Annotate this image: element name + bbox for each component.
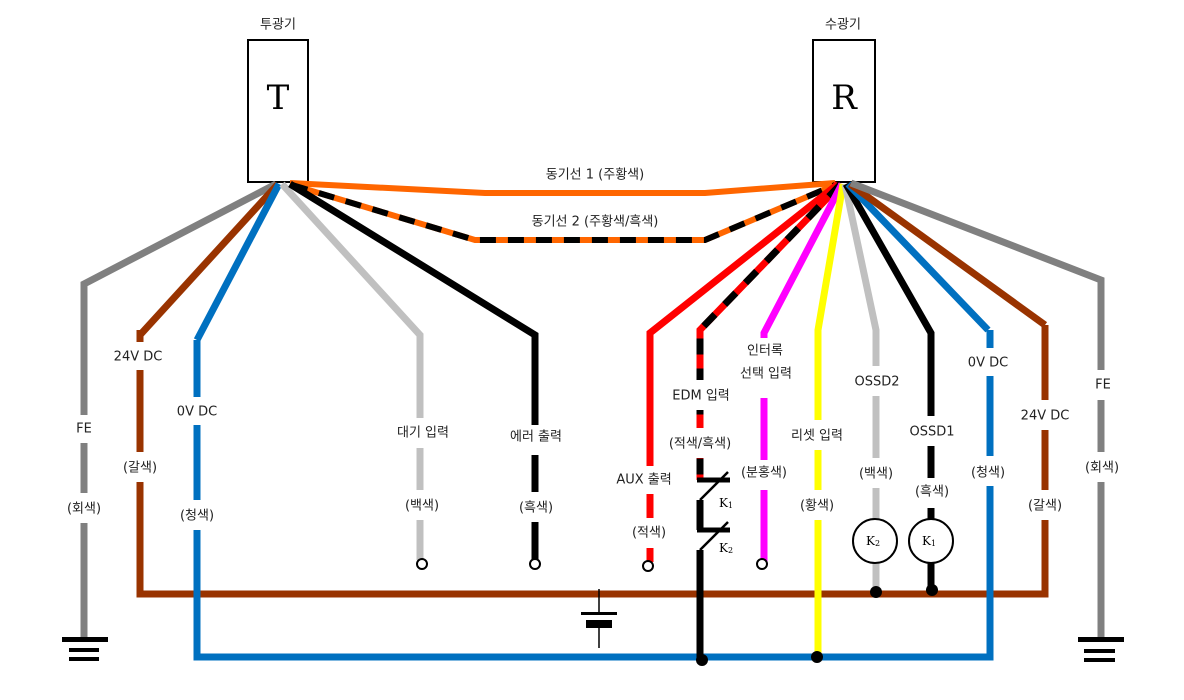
edm-name: EDM 입력 [672,389,730,404]
ossd1-junction [926,584,938,596]
sync-line-2-label: 동기선 2 (주황색/흑색) [532,215,659,230]
24v-right-color: (갈색) [1028,499,1062,514]
emitter-title: 투광기 [260,18,296,33]
emitter-wire-labels: FE (회색) 24V DC (갈색) 0V DC (청색) 대기 입력 (백색… [56,342,572,530]
ossd2-color: (백색) [859,467,893,482]
sync-line-2-dashes [291,182,837,243]
receiver-wire-ossd2 [841,183,880,594]
fe-right-color: (회색) [1085,461,1119,476]
emitter-wire-standby [279,181,424,560]
ossd1-color: (흑색) [915,485,949,500]
reset-name: 리셋 입력 [791,429,843,444]
standby-color: (백색) [405,499,439,514]
rail-0v [193,330,994,661]
standby-terminal [416,558,428,570]
rail-24v [136,325,1049,598]
sync-line-1-label: 동기선 1 (주황색) [546,168,644,183]
reset-junction [811,651,823,663]
receiver-letter: R [831,78,858,118]
battery-icon [581,589,617,648]
emitter-wire-24v [137,181,281,338]
interlock-color: (분홍색) [741,466,787,481]
aux-color: (적색) [632,526,666,541]
standby-name: 대기 입력 [397,426,449,441]
error-color: (흑색) [519,501,553,516]
interlock-name-1: 인터록 [747,344,783,359]
fe-right-name: FE [1095,378,1111,393]
ossd2-name: OSSD2 [854,375,899,390]
svg-text:K1: K1 [922,534,936,549]
ground-icon-left [62,637,108,661]
emitter-wire-0v [193,182,283,342]
0v-right-color: (청색) [971,466,1005,481]
0v-left-name: 0V DC [177,405,217,420]
edm-k2-label: K2 [719,541,733,556]
edm-color: (적색/흑색) [669,437,731,452]
receiver-title: 수광기 [825,18,861,33]
24v-left-color: (갈색) [123,461,157,476]
edm-k1-label: K1 [719,496,733,511]
0v-left-color: (청색) [180,509,214,524]
relay-coil-k1: K1 [908,518,954,564]
receiver-box [812,39,876,183]
error-name: 에러 출력 [510,430,562,445]
24v-right-name: 24V DC [1021,409,1070,424]
receiver-wire-0v [845,181,991,333]
edm-relay-contacts: K1 K2 [696,471,733,666]
aux-name: AUX 출력 [616,473,671,488]
emitter-box [247,39,309,183]
fe-left-name: FE [76,422,92,437]
ossd1-name: OSSD1 [909,425,954,440]
ground-icon-right [1078,637,1124,662]
24v-left-name: 24V DC [114,350,163,365]
interlock-terminal [756,558,768,570]
ossd2-junction [870,586,882,598]
aux-terminal [642,560,654,572]
receiver-wire-labels: AUX 출력 (적색) EDM 입력 (적색/흑색) 인터록 선택 입력 (분홍… [612,338,1130,548]
svg-text:K2: K2 [866,534,880,549]
emitter-letter: T [267,78,290,118]
relay-coil-k2: K2 [852,518,898,564]
receiver-wire-reset [814,183,847,657]
sync-line-1 [289,180,836,196]
fe-left-color: (회색) [67,502,101,517]
interlock-name-2: 선택 입력 [740,367,792,382]
error-terminal [529,558,541,570]
reset-color: (황색) [800,499,834,514]
0v-right-name: 0V DC [968,356,1008,371]
receiver-wire-fe [849,179,1105,640]
receiver-wire-24v [847,181,1048,328]
emitter-wire-error [288,181,539,560]
